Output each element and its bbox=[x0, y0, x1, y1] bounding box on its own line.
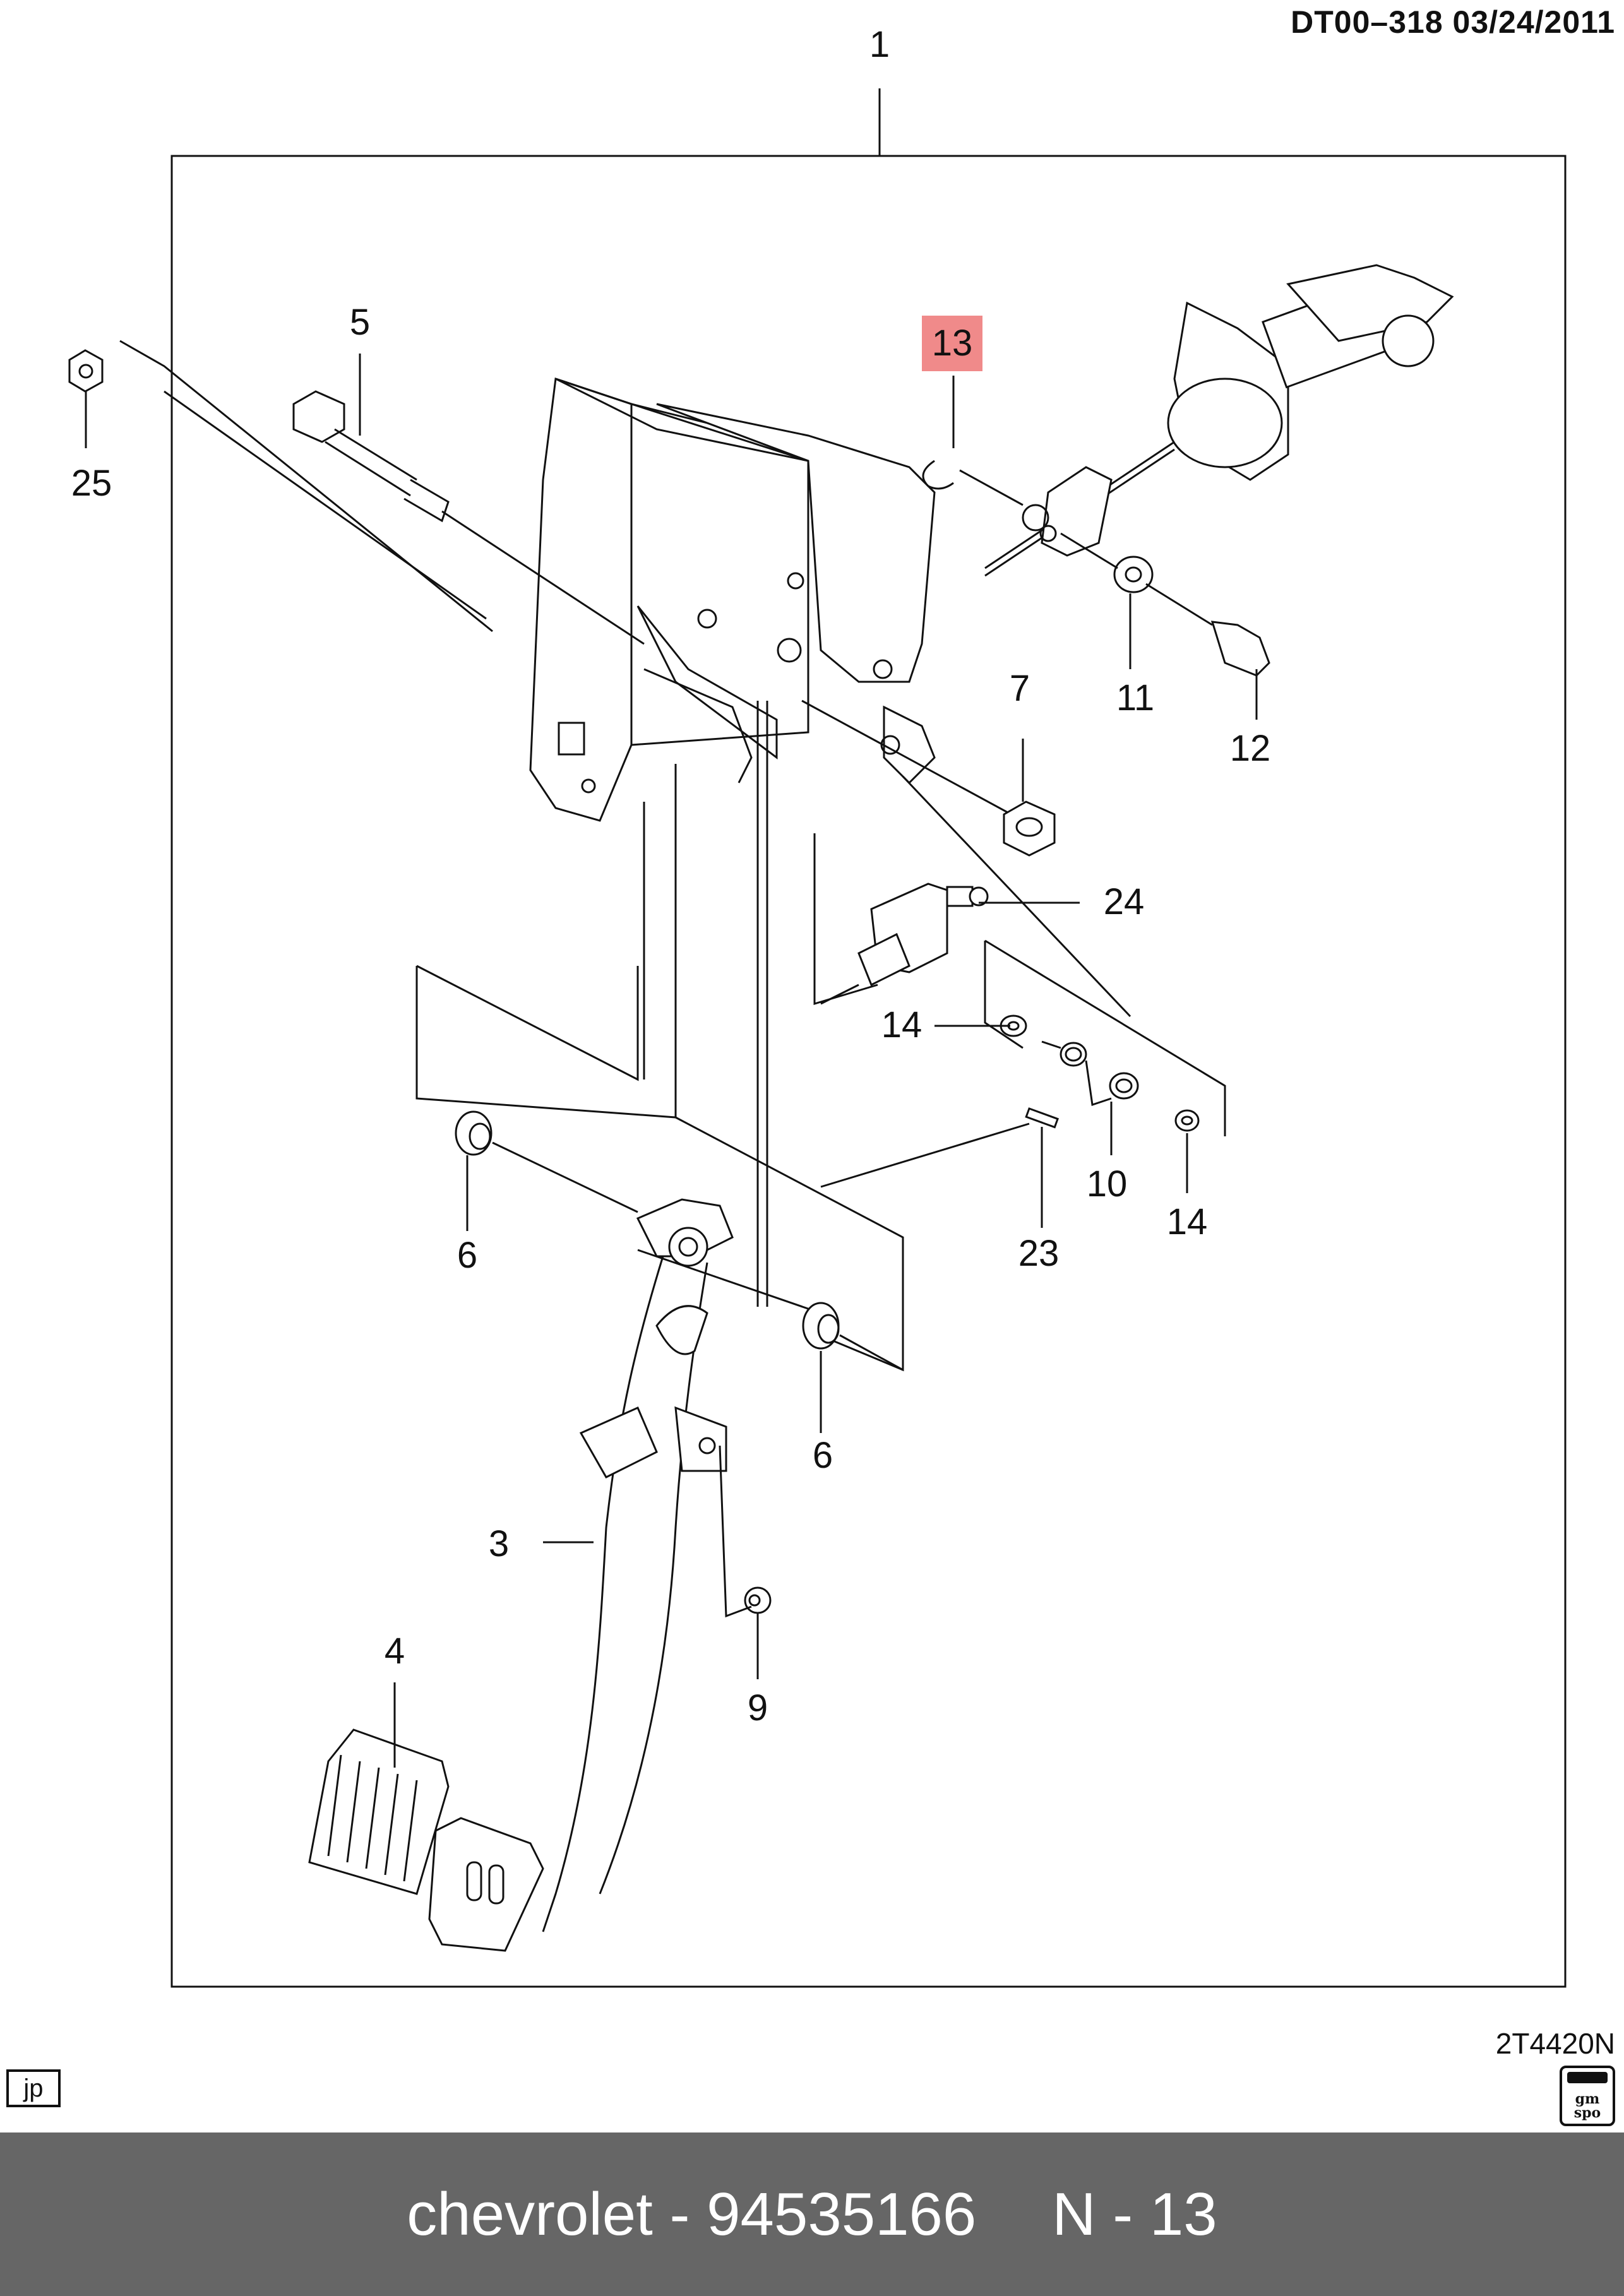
clutch-pedal-arm bbox=[542, 1198, 734, 1932]
pedal-bracket bbox=[529, 377, 936, 822]
return-spring-10 bbox=[1041, 1040, 1139, 1106]
language-badge: jp bbox=[6, 2069, 61, 2107]
figure-code: 2T4420N bbox=[1495, 2027, 1615, 2060]
callout-14a: 14 bbox=[881, 1004, 922, 1045]
logo-line-2: spo bbox=[1573, 2105, 1601, 2121]
header-doc-ref: DT00–318 03/24/2011 bbox=[1291, 4, 1615, 40]
callout-25: 25 bbox=[71, 463, 112, 504]
footer-bar: chevrolet - 94535166 N - 13 bbox=[0, 2132, 1624, 2296]
pivot-bolt bbox=[292, 390, 450, 523]
clutch-switch bbox=[820, 883, 989, 1005]
callout-13: 13 bbox=[932, 323, 973, 364]
nut-25 bbox=[68, 349, 104, 393]
pin-23 bbox=[1025, 1107, 1060, 1129]
callout-1: 1 bbox=[869, 24, 890, 65]
bushing-6b bbox=[802, 1302, 840, 1350]
logo-line-1: gm bbox=[1575, 2091, 1600, 2107]
callout-9: 9 bbox=[748, 1687, 768, 1728]
stopper-9 bbox=[744, 1586, 772, 1614]
callout-7: 7 bbox=[1010, 668, 1030, 709]
bushing-14a bbox=[1000, 1014, 1027, 1037]
pedal-pad bbox=[428, 1817, 544, 1952]
assembly-frame bbox=[170, 155, 1567, 1988]
pushrod-pin-bushing bbox=[1060, 532, 1270, 677]
callout-10: 10 bbox=[1087, 1163, 1128, 1205]
gm-spo-logo: gm spo bbox=[1560, 2066, 1615, 2126]
callout-11: 11 bbox=[1116, 677, 1154, 718]
nut-7 bbox=[1003, 800, 1056, 857]
clutch-master-cylinder bbox=[984, 264, 1454, 577]
bushing-6a bbox=[455, 1110, 493, 1156]
footer-page: N - 13 bbox=[1052, 2180, 1217, 2248]
bushing-14b bbox=[1174, 1109, 1200, 1132]
parts-diagram: 1 13 5 25 11 12 7 24 14 10 14 23 6 6 3 4… bbox=[68, 24, 1567, 1988]
callout-14b: 14 bbox=[1167, 1201, 1208, 1242]
callout-4: 4 bbox=[385, 1631, 405, 1672]
callout-24: 24 bbox=[1104, 881, 1145, 922]
callout-6a: 6 bbox=[457, 1235, 477, 1276]
pedal-pad-cover bbox=[308, 1728, 450, 1895]
retaining-clip-13 bbox=[922, 460, 954, 490]
footer-part-number: chevrolet - 94535166 bbox=[407, 2180, 977, 2248]
callout-highlight bbox=[922, 316, 982, 371]
callout-23: 23 bbox=[1018, 1233, 1060, 1274]
callout-5: 5 bbox=[350, 302, 370, 343]
callout-6b: 6 bbox=[813, 1435, 833, 1476]
callout-3: 3 bbox=[489, 1523, 509, 1564]
callout-12: 12 bbox=[1230, 728, 1271, 769]
